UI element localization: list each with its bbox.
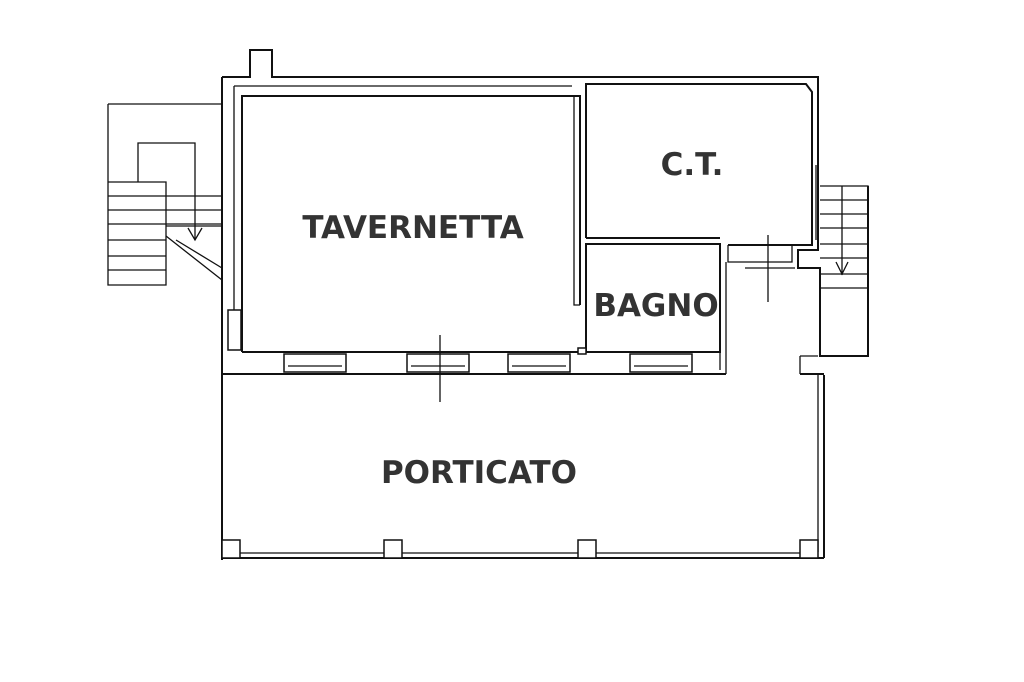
room-label-ct: C.T.	[661, 147, 724, 183]
ct-room	[585, 83, 817, 263]
room-label-porticato: PORTICATO	[381, 455, 577, 491]
tavernetta-room	[227, 95, 581, 353]
room-label-bagno: BAGNO	[593, 288, 718, 324]
windows	[283, 347, 693, 373]
outer-walls	[221, 49, 869, 560]
room-label-tavernetta: TAVERNETTA	[302, 210, 523, 246]
section-marks	[439, 235, 795, 402]
porticato-columns	[221, 539, 819, 559]
right-staircase	[820, 185, 869, 356]
bagno-room	[585, 243, 727, 374]
left-staircase	[107, 103, 223, 286]
